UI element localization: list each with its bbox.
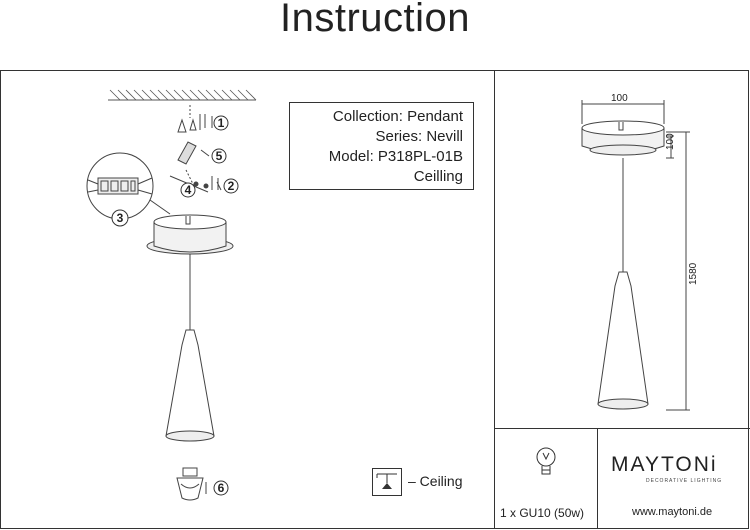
brand-tagline: DECORATIVE LIGHTING	[646, 478, 723, 484]
model-text: Model: P318PL-01B	[328, 148, 463, 165]
lamp-spec: 1 x GU10 (50w)	[500, 506, 585, 520]
terminal-detail	[86, 152, 171, 220]
mount-text: Ceilling	[413, 168, 463, 185]
ceiling-hatch	[108, 89, 257, 101]
frame-divider-horizontal	[494, 428, 750, 429]
gu10-bulb	[176, 467, 204, 501]
frame-divider-footer	[597, 428, 598, 529]
drawing-frame	[0, 70, 749, 529]
mounting-bracket	[169, 141, 219, 193]
collection-text: Collection: Pendant	[332, 108, 463, 125]
cone-shade	[165, 329, 215, 442]
step-3: 3	[117, 211, 124, 225]
series-text: Series: Nevill	[375, 128, 463, 145]
dim-width: 100	[611, 93, 628, 104]
screws	[177, 105, 206, 133]
ceiling-mount-icon	[372, 468, 402, 496]
brand-website: www.maytoni.de	[632, 506, 713, 518]
step-5: 5	[216, 149, 223, 163]
step-arrows	[200, 116, 222, 494]
step-4: 4	[185, 183, 192, 197]
ceiling-label: – Ceiling	[408, 473, 463, 489]
step-2: 2	[228, 179, 235, 193]
ceiling-lamp-icon	[376, 473, 397, 489]
brand-logo: MAYTONi	[611, 453, 718, 476]
step-1: 1	[218, 116, 225, 130]
document-title: Instruction	[279, 0, 471, 40]
canopy	[146, 214, 234, 255]
product-info-box: Collection: Pendant Series: Nevill Model…	[289, 102, 474, 190]
frame-divider	[494, 70, 495, 529]
step-6: 6	[218, 481, 225, 495]
